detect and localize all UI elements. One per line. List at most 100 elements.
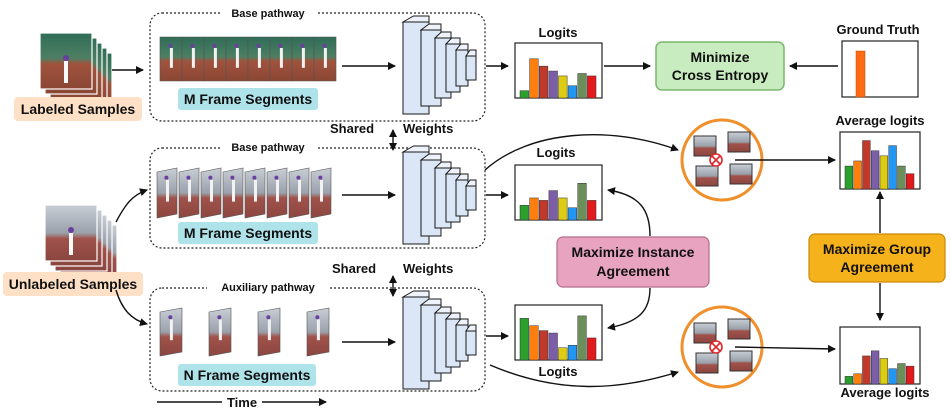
network-layer: [465, 55, 477, 81]
group-thumbnail: [693, 322, 717, 344]
chart-bar: [558, 75, 568, 99]
minimize-ce-line1: Minimize: [690, 49, 749, 65]
chart-bar: [587, 200, 597, 221]
chart-bar: [539, 65, 549, 99]
chart-bar: [879, 358, 888, 385]
auxiliary-pathway-title: Auxiliary pathway: [221, 282, 315, 294]
player-head: [164, 175, 169, 180]
base-pathway-top-title: Base pathway: [231, 8, 305, 20]
player-head: [252, 175, 257, 180]
group-thumbnail: [727, 318, 751, 340]
chart-bar: [862, 140, 871, 190]
combine-icon-stroke: [711, 342, 721, 352]
chart-bar: [548, 70, 558, 99]
player-head: [234, 43, 239, 48]
chart-bar: [529, 197, 539, 221]
ground-truth-label: Ground Truth: [836, 22, 919, 37]
unlabeled-samples-label: Unlabeled Samples: [9, 276, 138, 292]
player-head: [230, 175, 235, 180]
network-mid: [401, 145, 477, 245]
average-logits-bot-label: Average logits: [840, 385, 929, 400]
player-figure: [301, 48, 305, 68]
chart-bar: [906, 173, 915, 190]
time-label: Time: [227, 395, 257, 410]
group-thumbnail: [693, 135, 717, 157]
player-figure: [323, 48, 327, 68]
base-pathway-mid-title-bg: [220, 141, 316, 154]
player-head: [208, 175, 213, 180]
chart-bar: [567, 207, 577, 221]
chart-bar: [529, 58, 539, 99]
maximize-group-line1: Maximize Group: [823, 241, 931, 257]
player-head: [322, 43, 327, 48]
chart-bar: [539, 200, 549, 221]
ground-truth-bar: [855, 50, 866, 98]
average-logits-top-chart: [839, 131, 921, 190]
auxiliary-pathway-box: [149, 287, 486, 392]
n-segments-label: N Frame Segments: [184, 367, 311, 383]
labeled-samples-bg: [14, 97, 142, 121]
network-layer-top: [401, 145, 430, 153]
minimize-ce-box: [655, 41, 785, 91]
chart-bar: [548, 332, 558, 361]
player-figure: [191, 48, 195, 68]
chart-bar: [871, 150, 880, 190]
frames-mid-strip: [156, 167, 332, 219]
chart-bar: [844, 376, 853, 385]
group-thumbnail: [729, 350, 753, 372]
sample-player: [69, 233, 73, 255]
group-thumbnail: [695, 352, 719, 374]
chart-bar: [567, 85, 577, 99]
player-head: [217, 315, 222, 320]
m-segments-top-label: M Frame Segments: [184, 91, 313, 107]
network-layer-top: [401, 290, 430, 298]
player-head: [186, 175, 191, 180]
group-thumbnail: [695, 165, 719, 187]
labeled-samples-label: Labeled Samples: [21, 101, 136, 117]
unlabeled-samples-bg: [3, 272, 143, 296]
base-pathway-mid-box: [149, 147, 486, 249]
arrow-net-mid-to-circle: [484, 134, 679, 171]
chart-bar: [577, 183, 587, 221]
average-logits-bot-chart: [839, 326, 921, 385]
chart-bar: [862, 355, 871, 385]
player-head: [274, 175, 279, 180]
base-pathway-mid-title: Base pathway: [231, 142, 305, 154]
shared-label-2: Shared: [332, 261, 376, 276]
labeled-samples-stack: [39, 32, 113, 110]
arrow-circle-bot-to-avg: [734, 344, 836, 353]
base-pathway-top-title-bg: [220, 7, 316, 20]
base-pathway-top-box: [149, 12, 486, 122]
minimize-ce-line2: Cross Entropy: [672, 67, 769, 83]
chart-bar: [897, 363, 906, 385]
chart-bar: [548, 190, 558, 221]
m-segments-top-bg: [178, 88, 318, 110]
player-figure: [218, 319, 222, 341]
player-figure: [213, 48, 217, 68]
chart-bar: [577, 73, 587, 99]
player-head: [300, 43, 305, 48]
frames-aux-strip: [159, 307, 330, 357]
group-thumbnail: [727, 131, 751, 153]
combine-icon-stroke: [711, 155, 721, 165]
logits-bot-label: Logits: [539, 364, 578, 379]
arrows: [112, 62, 884, 406]
player-figure: [232, 180, 235, 202]
network-top: [401, 15, 477, 115]
chart-bar: [879, 155, 888, 190]
network-layer-top: [401, 15, 430, 23]
group-circle-bot: [680, 305, 764, 389]
group-thumbnail: [729, 163, 753, 185]
chart-bar: [558, 347, 568, 361]
player-figure: [316, 319, 320, 341]
chart-bar: [587, 337, 597, 361]
chart-bar: [558, 197, 568, 221]
player-head: [256, 43, 261, 48]
player-figure: [210, 180, 213, 202]
player-head: [168, 315, 173, 320]
player-head: [168, 43, 173, 48]
player-figure: [267, 319, 271, 341]
shared-label-1: Shared: [330, 121, 374, 136]
chart-bar: [577, 315, 587, 361]
